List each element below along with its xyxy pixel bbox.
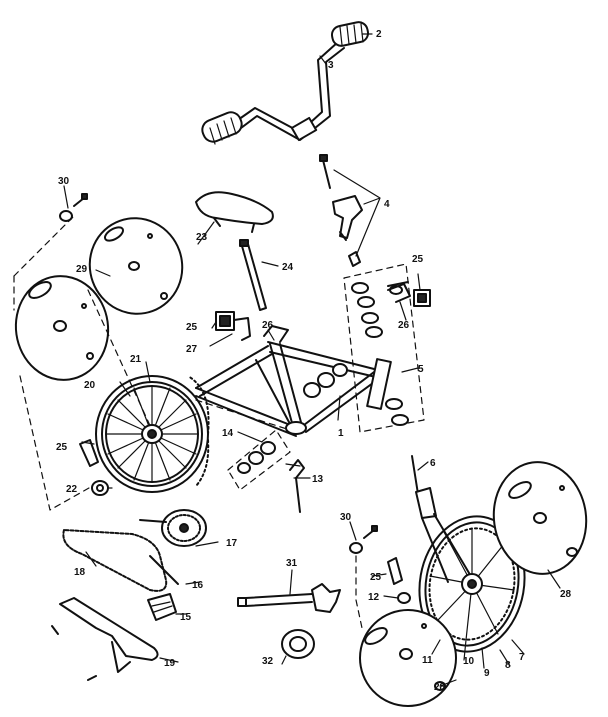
handlebar [234,41,345,142]
callout-13: 13 [312,474,324,485]
callout-7: 7 [519,652,525,663]
front-cover-right [492,461,588,575]
callout-25-bracket: 25 [412,254,424,265]
callout-8: 8 [505,660,511,671]
callout-16: 16 [192,580,204,591]
callout-24: 24 [282,262,294,273]
callout-11: 11 [422,655,433,666]
callout-2: 2 [376,29,382,40]
callout-3: 3 [328,60,334,71]
handlebar-grip-right [330,21,370,47]
callout-21: 21 [130,354,142,365]
axle-nut-front [349,525,378,629]
callout-26-bracket: 26 [398,320,410,331]
stem [332,195,363,241]
headset-bearings [343,263,425,433]
frame [195,325,392,437]
callout-29: 29 [76,264,88,275]
callout-27: 27 [186,344,198,355]
callout-25-rear-reflector: 25 [56,442,68,453]
rear-reflector [79,439,99,467]
wheel-cover-large [14,275,110,381]
callout-25-front-reflector: 25 [370,572,382,583]
callout-5: 5 [418,364,424,375]
callout-31: 31 [286,558,298,569]
stem-bolt [319,154,331,189]
bottom-bracket-set [227,363,348,491]
saddle [195,191,274,233]
leader-lines [63,33,561,687]
callout-12: 12 [368,592,380,603]
seat-clamp [215,311,251,341]
front-reflector [387,557,403,585]
callout-9: 9 [484,668,490,679]
callout-19: 19 [164,658,176,669]
training-wheel-bracket [237,583,341,613]
front-cover-left [359,609,457,707]
cap-nut [281,629,315,659]
callout-20: 20 [84,380,96,391]
handlebar-grip-left [201,111,243,145]
callout-23: 23 [196,232,208,243]
stem-nut [348,251,361,267]
callout-26-frame: 26 [262,320,274,331]
callout-1: 1 [338,428,344,439]
callout-32: 32 [262,656,274,667]
callout-17: 17 [226,538,238,549]
assembly-guide-lines [13,213,291,511]
front-fork [411,455,473,583]
pedal [147,593,177,621]
callout-4: 4 [384,199,390,210]
pedal-arm [149,555,179,585]
front-axle-nut [397,592,411,604]
chainring [139,509,207,547]
chain-guard [51,597,159,681]
callout-18: 18 [74,567,86,578]
callout-28-right: 28 [560,589,572,600]
chain [62,529,168,592]
rear-hub-nut [91,480,109,496]
callout-labels: 2 3 4 5 6 7 8 9 10 11 12 13 14 15 16 17 … [56,29,572,693]
wheel-cover-small [88,217,184,315]
callout-30-rear: 30 [58,176,70,187]
callout-30-front: 30 [340,512,352,523]
seat-post [239,239,267,311]
front-wheel [418,515,526,653]
callout-14: 14 [222,428,234,439]
callout-10: 10 [463,656,475,667]
callout-28-left: 28 [434,682,446,693]
callout-6: 6 [430,458,436,469]
callout-22: 22 [66,484,78,495]
kickstand [285,459,305,513]
callout-15: 15 [180,612,192,623]
axle-nut-rear [59,193,88,222]
rear-wheel [95,375,210,493]
reflector-bracket [387,283,431,307]
callout-25-seat-clamp: 25 [186,322,198,333]
